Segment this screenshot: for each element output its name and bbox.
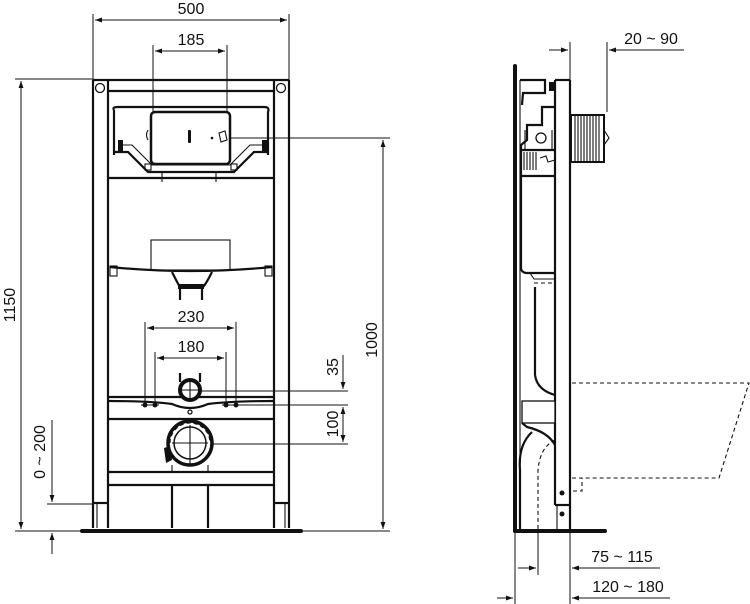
- crossbars: [107, 395, 275, 528]
- frame-upright: [553, 78, 572, 531]
- cistern-body: [109, 239, 273, 300]
- front-view: 500 185 1150 1000 230: [2, 1, 390, 554]
- cistern-housing: [108, 105, 274, 182]
- dim-label-75-115: 75 ~ 115: [591, 549, 653, 566]
- dim-label-1000: 1000: [364, 322, 381, 358]
- dim-frame-depth-outer: 120 ~ 180: [497, 531, 670, 604]
- cistern-profile: [519, 105, 556, 397]
- toilet-bowl-outline: [572, 382, 750, 492]
- mounting-hole-icon: [275, 82, 287, 94]
- flush-plate-profile: [570, 114, 610, 163]
- dim-cistern-height: 1000: [230, 137, 390, 532]
- dim-label-185: 185: [178, 32, 205, 49]
- inlet-block: [521, 400, 556, 424]
- dim-total-height: 1150: [2, 78, 93, 532]
- side-view: 20 ~ 90 75 ~ 115 120 ~ 180: [497, 31, 750, 604]
- dim-label-35: 35: [325, 358, 342, 376]
- dim-label-500: 500: [178, 1, 205, 18]
- dim-label-0-200: 0 ~ 200: [32, 425, 49, 479]
- dim-flush-plate-width: 185: [152, 32, 228, 112]
- mounting-hole-icon: [94, 82, 106, 94]
- waste-bend: [537, 439, 556, 531]
- stud-bolts: [141, 402, 240, 408]
- dim-label-100: 100: [325, 411, 342, 438]
- dim-frame-width: 500: [92, 1, 290, 80]
- frame-posts: [91, 78, 291, 528]
- dim-label-20-90: 20 ~ 90: [624, 31, 678, 48]
- dim-stud-spacing-outer: 230: [144, 309, 237, 405]
- dim-inlet-offset: 35: [200, 355, 348, 406]
- top-bracket: [520, 78, 547, 106]
- dim-stud-spacing-inner: 180: [154, 339, 227, 405]
- dim-waste-offset: 100: [212, 407, 348, 445]
- dim-foot-adjustment: 0 ~ 200: [32, 420, 93, 554]
- flush-button-slot-icon: [188, 130, 191, 143]
- dim-flush-plate-depth: 20 ~ 90: [549, 31, 684, 112]
- water-inlet: [178, 373, 202, 402]
- flush-plate-box: [145, 110, 232, 166]
- dim-label-180: 180: [178, 339, 205, 356]
- dim-label-1150: 1150: [2, 288, 19, 323]
- waste-outlet: [164, 419, 214, 467]
- dim-label-120-180: 120 ~ 180: [592, 579, 664, 596]
- dim-frame-depth-inner: 75 ~ 115: [518, 531, 660, 604]
- valve-hatch: [523, 152, 556, 170]
- dim-label-230: 230: [178, 309, 205, 326]
